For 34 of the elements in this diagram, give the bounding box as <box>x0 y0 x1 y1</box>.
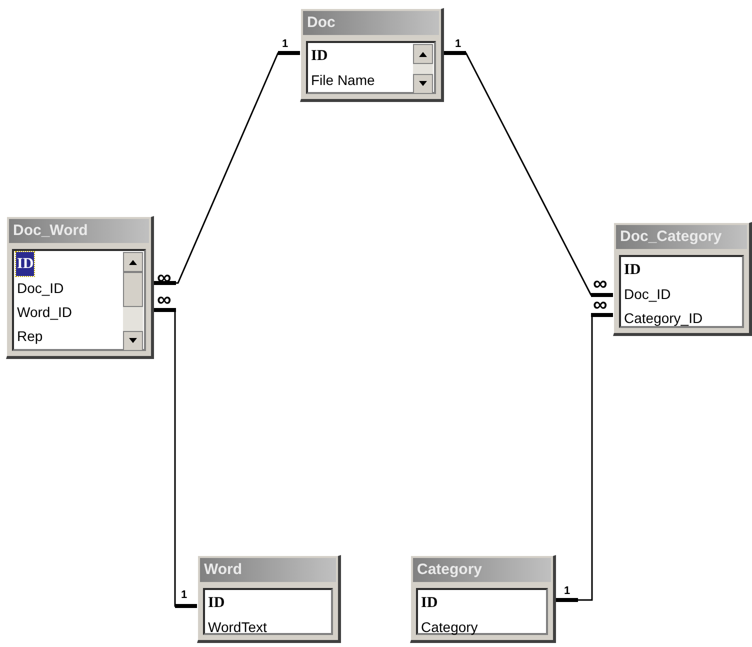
field-name: File Name <box>310 71 375 90</box>
one-cardinality-mark: 1 <box>282 39 288 50</box>
table-window <box>410 555 556 643</box>
field-name: Category_ID <box>623 309 703 328</box>
primary-key-field: ID <box>207 591 225 615</box>
table-window <box>197 555 341 643</box>
field-name: Doc_ID <box>623 285 671 304</box>
table-title: Doc_Word <box>9 219 149 243</box>
relationship-line <box>556 313 613 602</box>
primary-key-field: ID <box>310 44 328 68</box>
relationship-line <box>154 308 197 608</box>
many-cardinality-mark: ∞ <box>593 298 608 312</box>
table-window <box>300 8 444 102</box>
table-window <box>613 222 752 336</box>
field-name: Category <box>420 618 478 637</box>
one-cardinality-mark: 1 <box>181 590 188 601</box>
relationship-line <box>154 51 300 285</box>
table-title: Doc <box>303 11 439 35</box>
field-name: Rep <box>16 327 43 346</box>
table-title: Doc_Category <box>616 225 747 249</box>
one-cardinality-mark: 1 <box>564 586 570 597</box>
primary-key-field: ID <box>420 591 438 615</box>
table-title: Word <box>200 558 336 582</box>
table-window <box>6 216 154 359</box>
primary-key-field: ID <box>623 258 641 282</box>
many-cardinality-mark: ∞ <box>593 277 608 291</box>
many-cardinality-mark: ∞ <box>157 293 172 307</box>
primary-key-field: ID <box>16 252 34 276</box>
relationship-line <box>444 51 613 297</box>
field-name: Doc_ID <box>16 279 64 298</box>
one-cardinality-mark: 1 <box>455 39 462 50</box>
field-name: WordText <box>207 618 267 637</box>
table-title: Category <box>413 558 551 582</box>
field-name: Word_ID <box>16 303 72 322</box>
